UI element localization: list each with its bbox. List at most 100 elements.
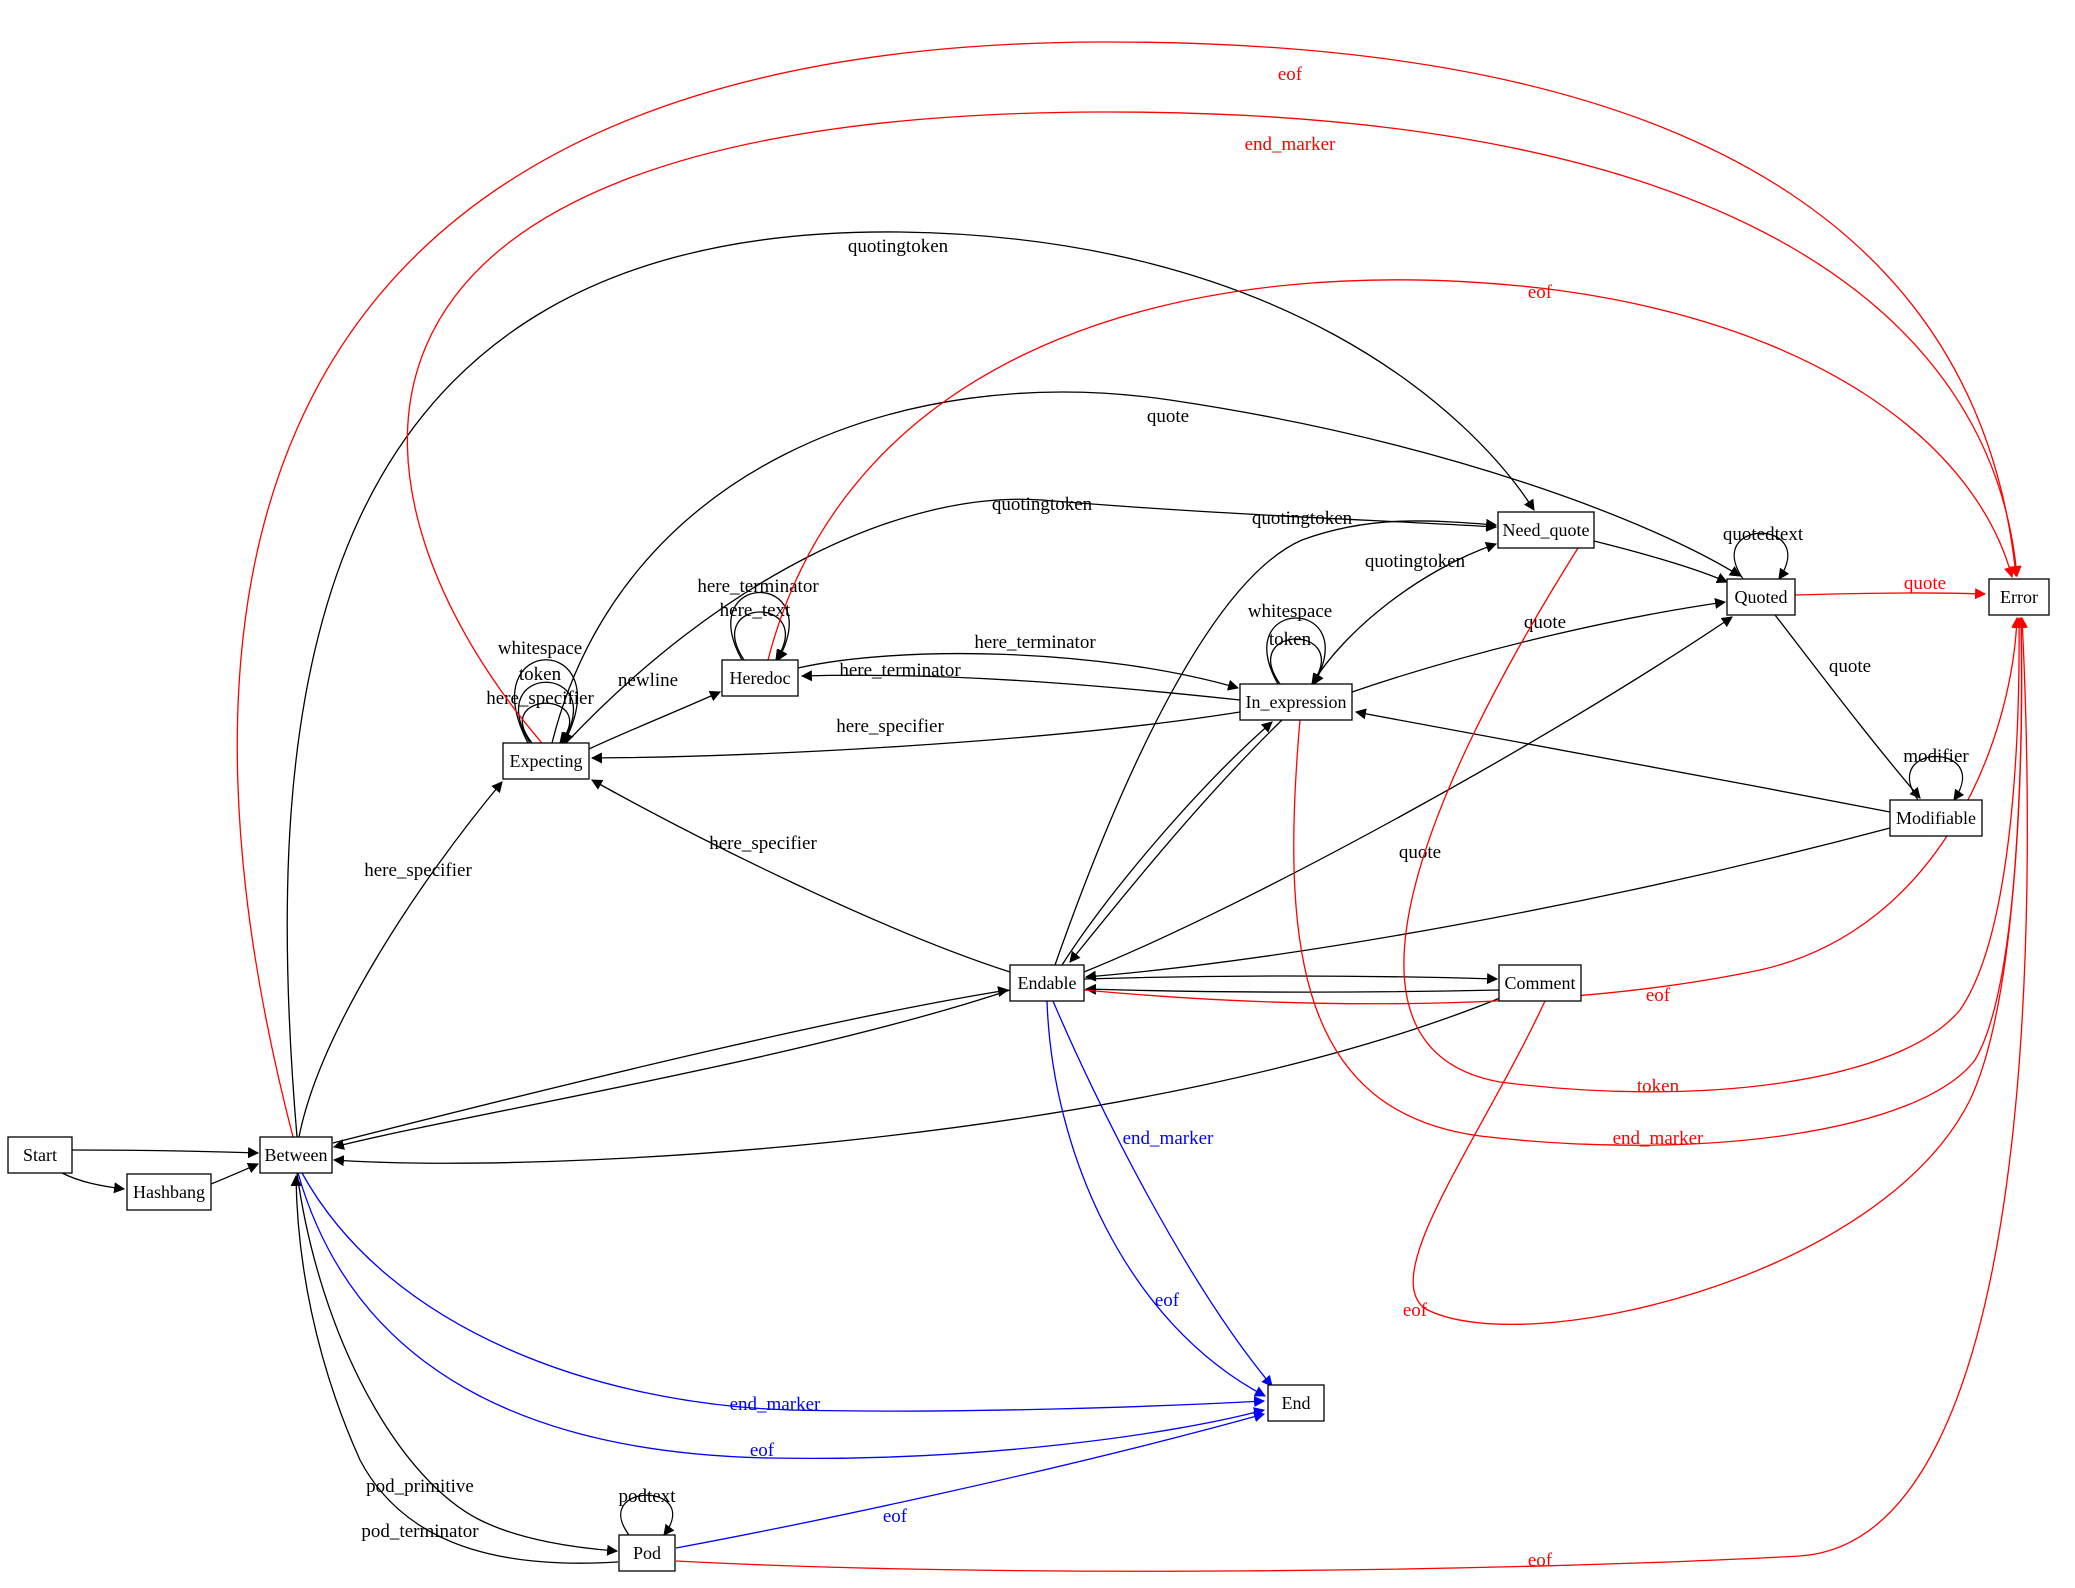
- edge-label-eof: eof: [750, 1440, 775, 1461]
- edge-label-token: token: [519, 664, 562, 685]
- edge-Modifiable-Modifiable: [1909, 756, 1965, 801]
- edge-Expecting-Need_quote: [565, 498, 1498, 744]
- edge-label-here_specifier: here_specifier: [709, 833, 817, 854]
- edge-label-pod_primitive: pod_primitive: [366, 1476, 474, 1497]
- edge-Between-Expecting: [298, 781, 503, 1138]
- edge-Heredoc-In_expression: [797, 652, 1240, 691]
- edge-Expecting-Error: [406, 111, 2022, 744]
- edge-Endable-In_expression: [1061, 721, 1273, 966]
- edge-Between-Endable: [332, 986, 1010, 1144]
- edge-Expecting-Expecting: [514, 659, 578, 744]
- edge-Quoted-Modifiable: [1774, 614, 1921, 799]
- edge-Hashbang-Between: [210, 1162, 260, 1185]
- edge-Expecting-Heredoc: [588, 691, 722, 750]
- edge-label-here_terminator: here_terminator: [697, 576, 819, 597]
- edge-label-here_specifier: here_specifier: [486, 688, 594, 709]
- edge-label-eof: eof: [1646, 985, 1671, 1006]
- edge-label-eof: eof: [1155, 1290, 1180, 1311]
- node-Error: Error: [1988, 578, 2050, 616]
- node-label-Between: Between: [265, 1145, 328, 1165]
- edge-label-eof: eof: [883, 1506, 908, 1527]
- node-label-End: End: [1282, 1393, 1311, 1413]
- edge-label-eof: eof: [1528, 282, 1553, 303]
- node-label-In_expression: In_expression: [1246, 692, 1347, 712]
- node-box-Need_quote: [1497, 511, 1595, 549]
- edge-label-token: token: [1269, 629, 1312, 650]
- edge-label-eof: eof: [1278, 64, 1303, 85]
- edge-Pod-Error: [675, 616, 2029, 1572]
- node-box-Comment: [1498, 964, 1582, 1002]
- edge-Endable-End: [1052, 1000, 1273, 1387]
- edge-Endable-Error: [1083, 616, 2023, 1005]
- node-box-Error: [1988, 578, 2050, 616]
- edge-In_expression-In_expression: [1270, 638, 1323, 685]
- node-Pod: Pod: [618, 1534, 676, 1572]
- edge-Pod-Pod: [620, 1494, 675, 1536]
- edge-Expecting-Quoted: [551, 391, 1741, 744]
- edge-Expecting-Expecting: [521, 702, 571, 744]
- edge-Comment-Between: [332, 997, 1501, 1167]
- edge-label-podtext: podtext: [619, 1486, 677, 1507]
- node-Heredoc: Heredoc: [721, 659, 799, 697]
- edge-label-here_specifier: here_specifier: [836, 716, 944, 737]
- node-label-Expecting: Expecting: [510, 751, 583, 771]
- node-label-Error: Error: [2000, 587, 2038, 607]
- edge-Between-Error: [236, 41, 2021, 1138]
- edge-label-whitespace: whitespace: [498, 638, 582, 659]
- edge-label-pod_terminator: pod_terminator: [361, 1521, 479, 1542]
- edge-label-quote: quote: [1399, 842, 1441, 863]
- node-box-Pod: [618, 1534, 676, 1572]
- node-End: End: [1267, 1384, 1325, 1422]
- edge-In_expression-Need_quote: [1311, 541, 1498, 685]
- edge-label-quotingtoken: quotingtoken: [1365, 551, 1466, 572]
- edge-label-eof: eof: [1528, 1550, 1553, 1571]
- edge-label-token: token: [1637, 1076, 1680, 1097]
- node-box-Start: [7, 1136, 73, 1174]
- edge-Comment-Endable: [1084, 983, 1500, 995]
- edge-Need_quote-Quoted: [1593, 540, 1729, 584]
- edge-Endable-Between: [332, 989, 1011, 1150]
- edge-Modifiable-In_expression: [1354, 708, 1891, 813]
- node-box-Heredoc: [721, 659, 799, 697]
- node-Comment: Comment: [1498, 964, 1582, 1002]
- node-Between: Between: [259, 1136, 333, 1174]
- edge-Heredoc-Heredoc: [734, 611, 787, 661]
- edge-label-eof: eof: [1403, 1300, 1428, 1321]
- edge-In_expression-Heredoc: [800, 670, 1241, 701]
- node-label-Pod: Pod: [633, 1543, 661, 1563]
- node-box-Between: [259, 1136, 333, 1174]
- node-box-Expecting: [502, 742, 590, 780]
- edge-label-here_terminator: here_terminator: [974, 632, 1096, 653]
- edge-Between-End: [301, 1172, 1266, 1412]
- edge-label-quotingtoken: quotingtoken: [1252, 508, 1353, 529]
- node-Modifiable: Modifiable: [1889, 799, 1983, 837]
- edge-label-quotingtoken: quotingtoken: [848, 236, 949, 257]
- node-Endable: Endable: [1009, 964, 1085, 1002]
- edge-label-here_specifier: here_specifier: [364, 860, 472, 881]
- node-box-Endable: [1009, 964, 1085, 1002]
- node-box-Hashbang: [126, 1173, 212, 1211]
- edge-label-quote: quote: [1829, 656, 1871, 677]
- edge-Endable-End: [1046, 1000, 1266, 1397]
- edge-Pod-End: [675, 1411, 1266, 1549]
- edge-label-modifier: modifier: [1903, 746, 1969, 767]
- edge-label-quotedtext: quotedtext: [1723, 524, 1804, 545]
- edge-In_expression-Expecting: [590, 711, 1241, 764]
- edge-Endable-Comment: [1083, 973, 1499, 985]
- node-Start: Start: [7, 1136, 73, 1174]
- edge-Need_quote-Error: [1403, 547, 2025, 1093]
- edge-label-quote: quote: [1904, 573, 1946, 594]
- node-Hashbang: Hashbang: [126, 1173, 212, 1211]
- node-label-Endable: Endable: [1018, 973, 1077, 993]
- edge-Between-Need_quote: [286, 231, 1535, 1138]
- edge-Pod-Between: [290, 1174, 619, 1564]
- edge-label-here_text: here_text: [720, 600, 791, 621]
- node-Quoted: Quoted: [1726, 578, 1796, 616]
- edge-label-newline: newline: [618, 670, 678, 691]
- edge-Quoted-Quoted: [1733, 532, 1790, 580]
- node-label-Need_quote: Need_quote: [1503, 520, 1590, 540]
- node-Expecting: Expecting: [502, 742, 590, 780]
- edge-In_expression-Quoted: [1351, 597, 1727, 693]
- edge-Endable-Need_quote: [1054, 518, 1498, 966]
